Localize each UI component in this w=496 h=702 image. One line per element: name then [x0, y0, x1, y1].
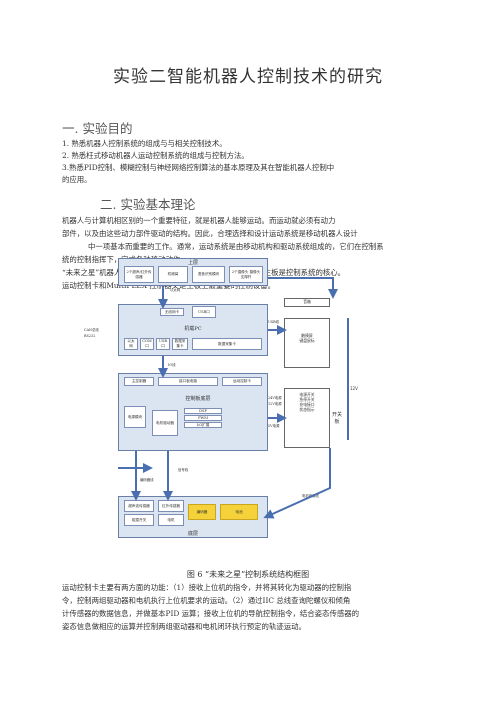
main-cell: 电源模块 [124, 406, 146, 428]
switch-item: 充电接口 [299, 402, 315, 407]
main-board-title: 控制板底层 [185, 396, 211, 402]
connector-label: 5V电源 [268, 424, 280, 428]
connector-label: USB线 [268, 320, 280, 324]
main-cell: PWM [184, 415, 222, 421]
theory-line: 部件，以及由这些动力部件驱动的结构。因此，合理选择和设计运动系统是移动机器人设计 [62, 229, 358, 238]
page-title: 实验二智能机器人控制技术的研究 [113, 67, 383, 87]
bottom-cell: 碰撞开关 [124, 514, 154, 526]
theory-line: 中一项基本而重要的工作。通常，运动系统是由移动机构和驱动系统组成的，它们在控制系 [88, 242, 384, 251]
connector-label: CAN总线 [84, 328, 99, 332]
bottom-cell: 编码器 [188, 504, 216, 520]
connector-label: 信号线 [178, 468, 189, 472]
switch-item: 急停开关 [299, 397, 315, 402]
top-cell: 机械臂 [158, 266, 188, 283]
right-top-item: 触摸屏 [301, 333, 313, 338]
pc-cell: 数据采集卡 [172, 338, 188, 350]
right-top-item: 键盘鼠标 [299, 338, 315, 343]
body-line: 令，控制两组驱动器和电机执行上位机要求的运动。（2）通过IIC 总线查询陀螺仪和… [62, 596, 351, 605]
top-cell: 2个摄像头 摄像头支撑杆 [229, 266, 263, 283]
connector-label: 以太网 [170, 288, 181, 292]
connector-label: 24V电源 [268, 396, 282, 400]
top-layer-title: 上层 [187, 260, 198, 266]
diagram-connectors: 12V [118, 277, 358, 519]
bottom-cell: 电池 [220, 504, 258, 520]
pc-cell: COM口 [140, 338, 154, 350]
pc-cell: 数据采集卡 [192, 338, 262, 350]
top-cell: 语音识别模块 [192, 266, 225, 283]
main-cell: 接口板电路 [158, 377, 218, 386]
control-system-diagram: 上层 2个超声/红外传感器 机械臂 语音识别模块 2个摄像头 摄像头支撑杆 机载… [84, 258, 388, 563]
connector-num-label: 12V [350, 386, 358, 391]
connector-label: 编码器线 [140, 478, 154, 482]
top-cell: 2个超声/红外传感器 [124, 266, 154, 283]
bottom-cell: 电机 [158, 514, 184, 526]
purpose-line: 2. 熟悉枉式移动机器人运动控制系统的组成与控制方法。 [62, 151, 249, 160]
main-cell: I/O扩展 [184, 422, 222, 428]
figure-caption: 图 6 “未来之星”控制系统结构框图 [186, 570, 310, 579]
switch-item: 状态指示 [299, 407, 315, 412]
pc-cell: USB口 [192, 306, 216, 318]
main-cell: 电机驱动器 [152, 410, 178, 436]
right-mid-box: 触摸屏 键盘鼠标 [284, 318, 330, 368]
purpose-line: 1. 熟悉机器人控制系统的组成与与相关控制技术。 [62, 139, 227, 148]
connector-label: IO线 [168, 363, 176, 367]
right-top-box: 音箱 [284, 298, 330, 307]
main-cell: DSP [184, 408, 222, 414]
connector-label: RS232 [84, 334, 96, 338]
section-heading-purpose: 一. 实验目的 [62, 121, 133, 136]
pc-cell: 无线网卡 [160, 308, 184, 316]
switch-item: 电源开关 [299, 392, 315, 397]
pc-cell: USB口 [156, 338, 170, 350]
body-line: 计传感器的数据信息，并做基本PID 运算；接收上位机的导航控制指令，结合姿态传感… [62, 609, 360, 618]
pc-title: 机载PC [184, 326, 202, 332]
body-line: 姿态信息做相应的运算并控制两组驱动器和电机闭环执行预定的轨迹运动。 [62, 622, 306, 631]
pc-cell: 以太网 [124, 338, 138, 350]
purpose-line: 3.熟悉PID控制、模糊控制与神经网络控制算法的基本原理及其在智能机器人控制中 [62, 163, 335, 172]
purpose-line: 的应用。 [62, 175, 92, 184]
main-cell: 主控制器 [124, 377, 154, 386]
main-cell: 运动控制卡 [222, 377, 262, 386]
section-heading-theory: 二. 实验基本理论 [100, 197, 196, 212]
bottom-layer-title: 底层 [187, 531, 198, 537]
theory-line: 机器人与计算机相区别的一个重要特征，就是机器人能够运动。而运动就必须有动力 [62, 216, 336, 225]
connector-label: 12V电源 [268, 402, 282, 406]
body-line: 运动控制卡主要有两方面的功能：（1）接收上位机的指令，并将其转化为驱动器的控制指 [62, 583, 352, 592]
switch-board-title: 开关板 [331, 412, 342, 425]
